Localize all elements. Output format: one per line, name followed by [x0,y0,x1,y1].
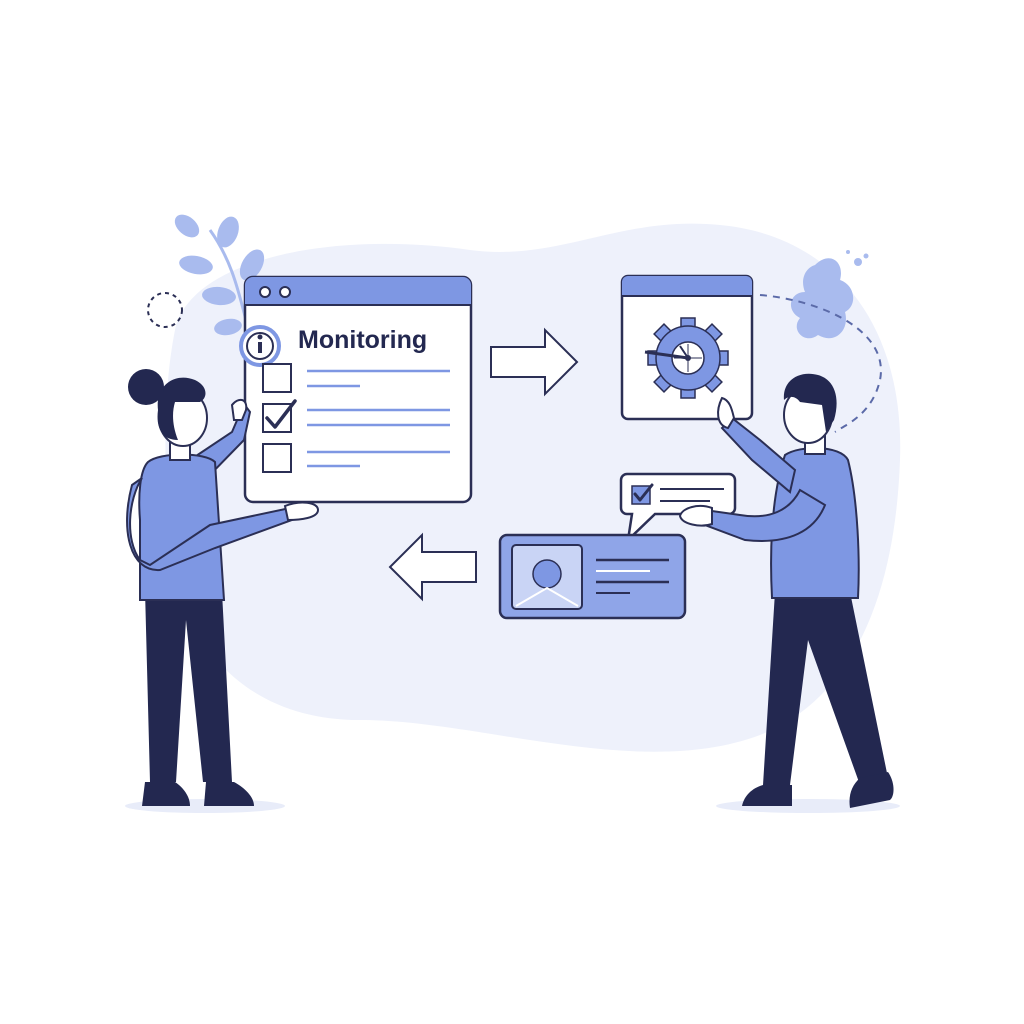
monitoring-window[interactable]: Monitoring [239,275,473,504]
arrow-left-icon [388,532,477,602]
settings-window[interactable] [620,274,754,421]
window-dot [279,286,291,298]
checklist-item[interactable] [262,399,450,433]
dashed-path-decoration [759,294,882,433]
splash-decoration [790,250,869,339]
arrow-right-icon [490,327,579,397]
clock-icon [644,341,705,375]
check-icon [633,483,654,502]
checkbox[interactable] [262,363,292,393]
checklist-item[interactable] [262,363,450,393]
dashed-circle-decoration [147,292,183,328]
chat-bubble[interactable] [619,472,737,544]
checklist-item[interactable] [262,443,450,473]
man-figure [678,373,894,808]
woman-figure [126,369,320,806]
window-dot [259,286,271,298]
checkbox[interactable] [262,443,292,473]
check-icon [265,399,297,429]
profile-card[interactable] [498,533,687,620]
info-icon [239,325,281,367]
checkbox-checked [631,485,651,505]
window-title: Monitoring [298,326,427,354]
leaf-branch-icon [174,214,265,336]
